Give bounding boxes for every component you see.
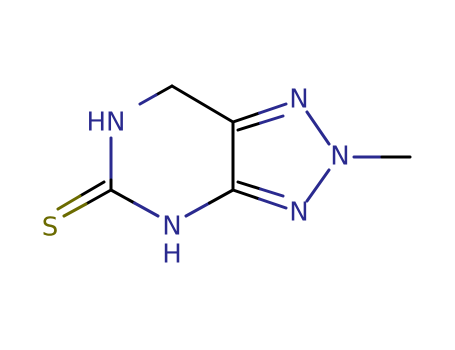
bond-c3a-n3-inner-b	[259, 187, 285, 198]
bond-ch2-c7a	[170, 84, 235, 124]
bond-n1-n2	[305, 110, 331, 146]
bond-nhb-c3a-b	[208, 188, 235, 205]
bond-c7a-n1-a	[231, 111, 261, 124]
bond-cs-1b	[62, 202, 88, 218]
atom-nh-bottom-h-label: H	[162, 240, 182, 270]
bond-c3a-n3-inner-a	[236, 180, 262, 191]
bond-c7a-n1-b	[258, 102, 288, 115]
bond-c3a-n3-a	[231, 188, 261, 201]
atom-n1-label: N	[289, 85, 308, 115]
atom-nh-bottom-n-label: N	[162, 212, 181, 242]
bond-nhb-c3a-a	[184, 201, 211, 218]
bond-c5-nhb-b	[133, 201, 160, 218]
bond-ch2-nh-a	[154, 84, 174, 97]
bond-c7a-n1-inner-a	[236, 121, 262, 132]
atom-n2-label: N	[330, 142, 349, 172]
bond-c5-nhb-a	[109, 188, 136, 205]
atom-s-label: S	[42, 213, 59, 243]
bond-cs-2a	[78, 180, 106, 198]
bonds	[56, 84, 412, 218]
bond-c3a-n3-b	[258, 197, 288, 210]
bond-cs-1a	[84, 188, 113, 206]
bond-c7a-n1-inner-b	[259, 114, 285, 125]
atom-n3-label: N	[289, 198, 308, 228]
bond-n2-n3	[305, 168, 331, 203]
bond-cs-2b	[56, 194, 82, 211]
atom-nh-top-label: HN	[87, 108, 126, 138]
bond-ch2-nh-b	[138, 93, 158, 106]
